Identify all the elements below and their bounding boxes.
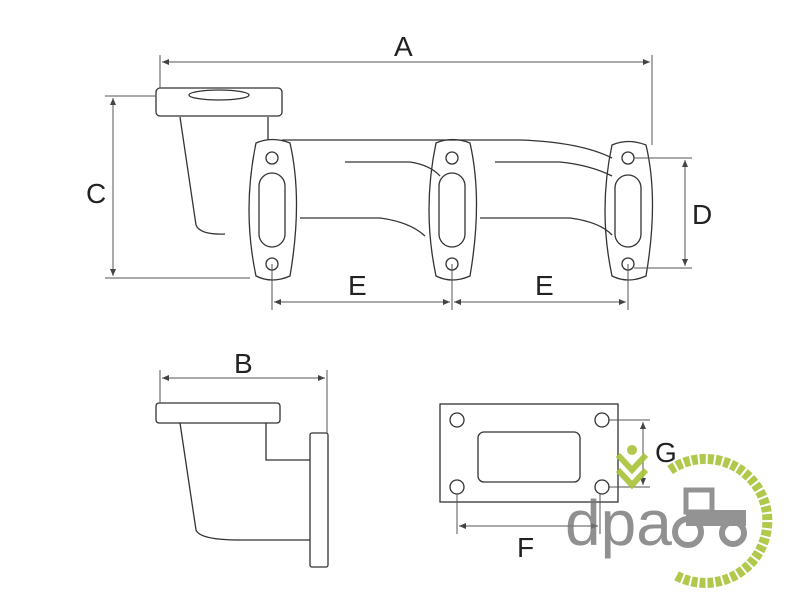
gear-ring-icon: [667, 453, 773, 588]
tractor-icon: [672, 487, 747, 548]
label-f: F: [517, 532, 534, 563]
flange-3: [604, 140, 654, 281]
outlet-flange: [155, 87, 283, 117]
label-d: D: [692, 199, 712, 230]
flange-1: [248, 138, 298, 281]
label-b: B: [234, 348, 253, 379]
flange-2: [428, 138, 478, 281]
label-g: G: [655, 437, 677, 468]
manifold-top-view: [155, 87, 654, 281]
manifold-side-view: [155, 402, 329, 568]
dimension-b: B: [159, 348, 328, 433]
dimension-e: E E: [271, 264, 629, 310]
label-e-2: E: [535, 270, 554, 301]
label-a: A: [394, 31, 413, 62]
dimension-d: D: [634, 157, 712, 269]
port-flanges: [248, 138, 654, 281]
dpa-logo: dpa: [565, 445, 773, 588]
dimension-c: C: [86, 95, 250, 279]
dimension-g: G: [608, 419, 677, 488]
svg-text:dpa: dpa: [565, 487, 672, 559]
dimension-a: A: [159, 31, 653, 145]
label-c: C: [86, 178, 106, 209]
wheat-icon: [615, 452, 649, 490]
dimension-f: F: [456, 494, 601, 563]
label-e-1: E: [348, 270, 367, 301]
outlet-flange-plate: [439, 403, 619, 503]
